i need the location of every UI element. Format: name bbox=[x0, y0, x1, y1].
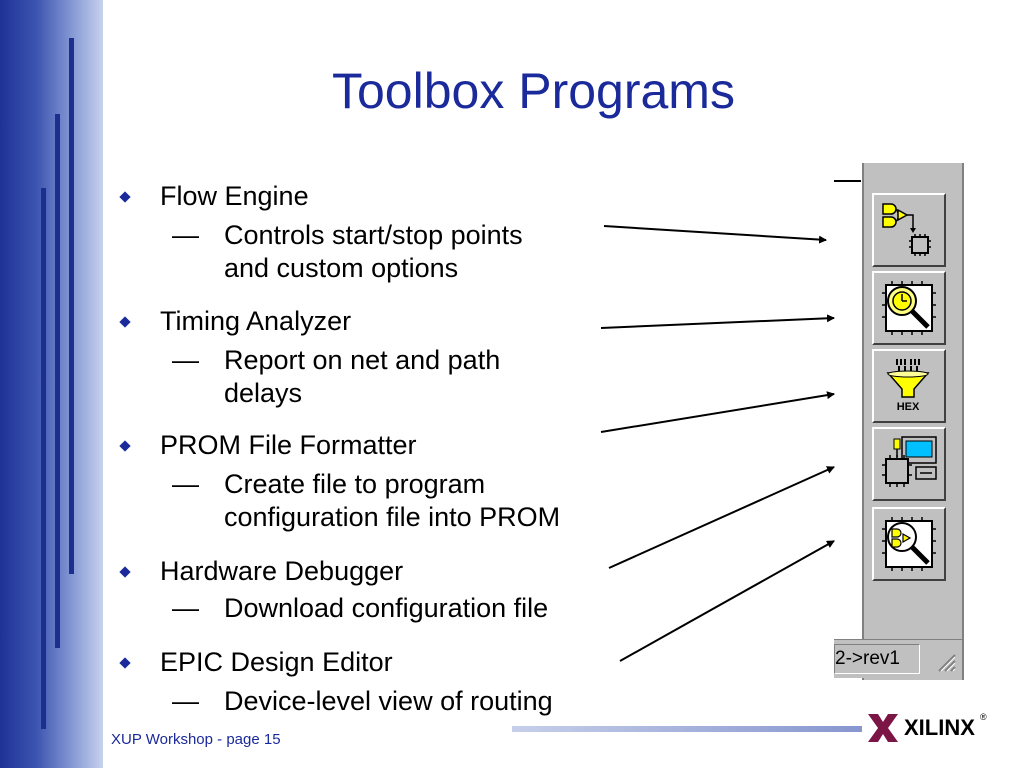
bullet-label: Timing Analyzer bbox=[160, 306, 352, 336]
pane-separator bbox=[861, 163, 864, 680]
epic-design-editor-icon bbox=[882, 517, 936, 571]
sub-bullet-line: delays bbox=[224, 378, 303, 408]
xilinx-logo-text: XILINX bbox=[904, 715, 975, 740]
timing-analyzer-icon bbox=[882, 281, 936, 335]
slide-footer: XUP Workshop - page 15 bbox=[111, 731, 281, 748]
pane-divider bbox=[834, 180, 861, 182]
timing-analyzer-button[interactable] bbox=[872, 271, 946, 345]
flow-engine-button[interactable] bbox=[872, 193, 946, 267]
bullet-label: EPIC Design Editor bbox=[160, 647, 393, 677]
bullet-label: Flow Engine bbox=[160, 181, 309, 211]
prom-file-formatter-icon: HEX bbox=[886, 359, 930, 413]
decorative-line bbox=[69, 38, 74, 574]
dash-icon: — bbox=[172, 593, 199, 623]
epic-design-editor-button[interactable] bbox=[872, 507, 946, 581]
sub-bullet-line: Create file to program bbox=[224, 469, 486, 499]
xilinx-logo-mark-icon bbox=[868, 714, 898, 742]
toolbox-panel: HEX bbox=[834, 163, 964, 680]
arrow-flow-engine bbox=[603, 225, 827, 244]
resize-grip-icon[interactable] bbox=[936, 652, 956, 672]
arrow-epic-design-editor bbox=[619, 540, 835, 662]
arrow-prom-file-formatter bbox=[600, 391, 835, 433]
sub-bullet-line: Controls start/stop points bbox=[224, 220, 523, 250]
arrow-hardware-debugger bbox=[608, 466, 835, 569]
footer-rule bbox=[512, 726, 862, 732]
xilinx-logo: XILINX ® bbox=[866, 712, 996, 746]
sub-bullet-line: Device-level view of routing bbox=[224, 686, 553, 716]
status-field: 2->rev1 bbox=[834, 644, 920, 674]
prom-file-formatter-button[interactable]: HEX bbox=[872, 349, 946, 423]
sub-bullet-line: Report on net and path bbox=[224, 345, 501, 375]
bullet-label: PROM File Formatter bbox=[160, 430, 417, 460]
hardware-debugger-icon bbox=[882, 436, 937, 487]
status-bar: 2->rev1 bbox=[834, 639, 962, 678]
sub-bullet-line: Download configuration file bbox=[224, 593, 549, 623]
left-decorative-band bbox=[0, 0, 103, 768]
flow-engine-icon bbox=[882, 203, 931, 256]
project-pane bbox=[834, 163, 861, 680]
sub-bullet-line: configuration file into PROM bbox=[224, 502, 561, 532]
hex-label: HEX bbox=[897, 401, 920, 413]
arrow-timing-analyzer bbox=[600, 314, 835, 329]
dash-icon: — bbox=[172, 686, 199, 716]
registered-mark: ® bbox=[980, 712, 987, 722]
bullet-label: Hardware Debugger bbox=[160, 556, 404, 586]
sub-bullet-line: and custom options bbox=[224, 253, 459, 283]
dash-icon: — bbox=[172, 469, 199, 499]
dash-icon: — bbox=[172, 345, 199, 375]
dash-icon: — bbox=[172, 220, 199, 250]
slide-title: Toolbox Programs bbox=[332, 63, 735, 119]
decorative-line bbox=[41, 188, 46, 729]
hardware-debugger-button[interactable] bbox=[872, 427, 946, 501]
decorative-line bbox=[55, 114, 60, 648]
